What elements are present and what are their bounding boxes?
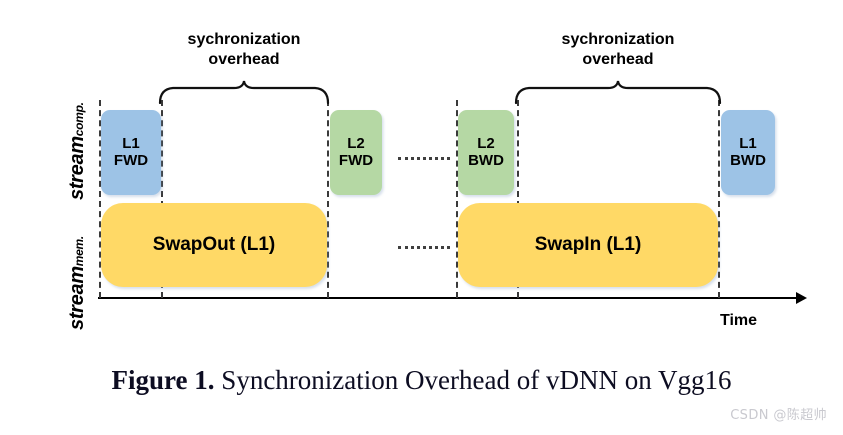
guide-line-t5 [718, 100, 720, 298]
y-axis-label-mem-main: stream [66, 266, 88, 330]
block-l1-fwd: L1 FWD [101, 110, 161, 195]
brace-sync-overhead-1 [158, 80, 330, 104]
watermark: CSDN @陈超帅 [730, 408, 827, 423]
brace-caption-1-line2: overhead [208, 51, 280, 69]
continuation-dots-comp [398, 157, 450, 160]
block-l1-bwd-line1: L1 [739, 134, 757, 152]
x-axis-line [98, 297, 798, 299]
block-l1-fwd-line2: FWD [113, 151, 149, 169]
block-l2-fwd-line1: L2 [347, 134, 365, 152]
figure-caption-number: Figure 1. [111, 365, 215, 395]
figure-caption-text: Synchronization Overhead of vDNN on Vgg1… [214, 365, 732, 395]
guide-line-t1 [161, 100, 163, 298]
guide-line-t0 [99, 100, 101, 298]
figure-caption: Figure 1. Synchronization Overhead of vD… [0, 365, 843, 396]
block-l2-bwd-line1: L2 [477, 134, 495, 152]
brace-caption-2-line1: sychronization [561, 31, 675, 48]
block-l2-fwd-line2: FWD [338, 151, 374, 169]
continuation-dots-mem [398, 246, 450, 249]
brace-caption-1: sychronization overhead [164, 30, 324, 71]
brace-caption-2: sychronization overhead [538, 30, 698, 71]
y-axis-label-comp-main: stream [66, 136, 88, 200]
brace-caption-2-line2: overhead [582, 51, 654, 69]
block-l1-bwd-line2: BWD [730, 151, 766, 169]
x-axis-arrow-icon [796, 292, 807, 304]
y-axis-label-mem-sub: mem. [72, 236, 86, 267]
block-l2-bwd-line2: BWD [468, 151, 504, 169]
block-l1-bwd: L1 BWD [721, 110, 775, 195]
y-axis-label-comp-sub: comp. [72, 102, 86, 137]
guide-line-t2 [327, 100, 329, 298]
figure-diagram: streamcomp. streammem. Time sychronizati… [66, 30, 807, 330]
guide-line-t3 [456, 100, 458, 298]
brace-sync-overhead-2 [514, 80, 722, 104]
y-axis-label-comp: streamcomp. [66, 102, 89, 200]
block-l2-fwd: L2 FWD [330, 110, 382, 195]
brace-caption-1-line1: sychronization [187, 31, 301, 48]
block-swap-in: SwapIn (L1) [458, 203, 718, 287]
block-l2-bwd: L2 BWD [458, 110, 514, 195]
y-axis-label-mem: streammem. [66, 236, 89, 330]
x-axis-label: Time [720, 312, 758, 329]
block-swap-out: SwapOut (L1) [101, 203, 327, 287]
block-l1-fwd-line1: L1 [122, 134, 140, 152]
guide-line-t4 [517, 100, 519, 298]
